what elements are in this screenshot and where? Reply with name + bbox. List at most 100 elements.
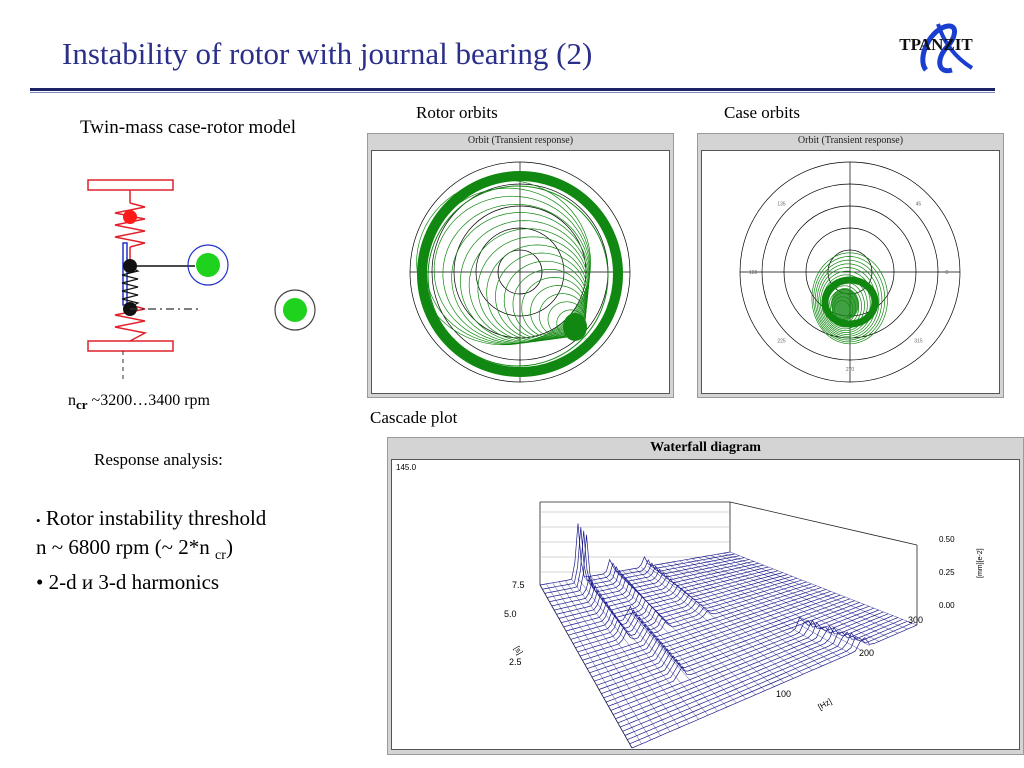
case-orbit-plot: 135 45 180 0 225 315 270 — [701, 150, 1000, 394]
freq-tick-label: 300 — [908, 615, 923, 625]
transient-orbit — [468, 228, 589, 343]
waterfall-freq-line — [634, 568, 775, 687]
time-tick-label: 7.5 — [512, 580, 525, 590]
angle-label: 45 — [916, 202, 922, 208]
title-rule-thin — [30, 92, 995, 93]
waterfall-freq-line — [596, 574, 718, 712]
transient-orbit — [820, 270, 874, 335]
time-tick-label: 2.5 — [509, 657, 522, 667]
transient-orbit — [818, 267, 877, 337]
waterfall-freq-line — [653, 565, 804, 675]
ncr-prefix: n — [68, 392, 76, 409]
transient-orbit — [425, 187, 591, 345]
slide-title: Instability of rotor with journal bearin… — [62, 36, 593, 71]
waterfall-slice — [542, 527, 735, 590]
waterfall-freq-line — [685, 559, 851, 654]
rotor-orbit-window-title: Orbit (Transient response) — [467, 135, 574, 146]
waterfall-freq-line — [628, 569, 766, 691]
z-tick-label: 0.50 — [939, 535, 955, 544]
z-tick-label: 0.00 — [939, 601, 955, 610]
waterfall-freq-line — [704, 556, 880, 642]
transient-orbit — [495, 252, 588, 341]
limit-cycle-orbit — [417, 171, 623, 377]
analysis-heading: Response analysis: — [94, 450, 223, 469]
tranzit-logo: ТРАNZIT — [886, 18, 986, 78]
waterfall-freq-line — [710, 555, 889, 638]
transient-orbit — [460, 220, 590, 343]
waterfall-freq-line — [590, 576, 709, 716]
transient-orbit — [442, 203, 590, 344]
svg-text:ТРАNZIT: ТРАNZIT — [899, 35, 973, 54]
transient-orbit — [821, 274, 871, 333]
waterfall-freq-line — [603, 573, 728, 708]
waterfall-freq-line — [647, 566, 794, 679]
time-tick-label: 5.0 — [504, 609, 517, 619]
polar-grid: 135 45 180 0 225 315 270 — [739, 161, 961, 383]
threshold-value: n ~ 6800 rpm (~ 2*n cr) — [36, 535, 233, 564]
case-orbit-window: Orbit (Transient response) 135 45 180 0 225 3… — [697, 133, 1004, 398]
transient-orbit — [811, 252, 889, 345]
case-orbit-window-title: Orbit (Transient response) — [797, 135, 904, 146]
bullet-harmonics: • 2-d и 3-d harmonics — [36, 570, 220, 595]
cascade-heading: Cascade plot — [370, 408, 458, 427]
transient-orbit — [826, 285, 862, 328]
analysis-bullets: • Rotor instability threshold n ~ 6800 r… — [36, 505, 266, 596]
transient-orbit — [823, 278, 868, 332]
case-orbits-heading: Case orbits — [724, 103, 801, 122]
bullet-threshold: • Rotor instability threshold — [36, 506, 267, 530]
angle-label: 315 — [914, 338, 923, 344]
waterfall-freq-line — [584, 577, 699, 720]
waterfall-freq-line — [641, 567, 785, 683]
rotor-orbits-heading: Rotor orbits — [416, 103, 498, 122]
transient-orbit — [433, 195, 591, 345]
waterfall-freq-line — [546, 583, 642, 745]
waterfall-freq-line — [660, 563, 813, 671]
z-tick-label: 0.25 — [939, 568, 955, 577]
startup-orbit-cluster — [563, 313, 587, 341]
waterfall-freq-line — [558, 581, 661, 736]
waterfall-freq-line — [539, 584, 633, 749]
transient-orbit — [477, 236, 589, 342]
time-unit-label: [s] — [512, 645, 524, 657]
frame-edge — [729, 501, 918, 546]
freq-tick-label: 100 — [776, 689, 791, 699]
transient-orbit — [813, 256, 886, 343]
waterfall-freq-line — [691, 558, 861, 650]
freq-unit-label: [Hz] — [817, 697, 834, 712]
angle-label: 180 — [749, 270, 758, 276]
limit-cycle-orbit — [821, 276, 879, 328]
transient-orbit — [825, 281, 865, 330]
waterfall-freq-line — [723, 552, 908, 630]
angle-label: 0 — [945, 270, 948, 276]
waterfall-corner-value: 145.0 — [396, 463, 417, 472]
waterfall-freq-line — [729, 551, 918, 626]
z-unit-label: [mm][e-2] — [977, 548, 984, 578]
angle-label: 225 — [777, 338, 786, 344]
twin-mass-model-diagram — [60, 155, 350, 385]
angle-label: 135 — [777, 202, 786, 208]
title-rule — [30, 88, 995, 91]
transient-orbit — [416, 179, 591, 346]
transient-orbit — [451, 212, 590, 344]
waterfall-freq-line — [666, 562, 823, 667]
freq-tick-label: 200 — [859, 648, 874, 658]
waterfall-freq-line — [615, 571, 747, 699]
transient-orbit — [816, 263, 880, 339]
ncr-sub: cr — [76, 397, 88, 413]
waterfall-freq-line — [577, 578, 690, 724]
waterfall-freq-line — [609, 572, 737, 704]
waterfall-freq-line — [571, 579, 680, 728]
waterfall-freq-line — [622, 570, 756, 695]
transient-orbit — [486, 244, 589, 342]
model-heading: Twin-mass case-rotor model — [80, 117, 297, 138]
waterfall-freq-line — [698, 557, 870, 646]
waterfall-freq-line — [565, 580, 671, 732]
waterfall-freq-line — [672, 561, 832, 663]
waterfall-plot: 145.0 0.50 0.25 0.00 [mm][e-2] 7.5 5.0 2.5[s] 30… — [391, 459, 1020, 750]
ncr-label: ncr ~3200…3400 rpm — [68, 392, 210, 413]
waterfall-freq-line — [717, 554, 899, 634]
angle-label: 270 — [846, 367, 855, 373]
